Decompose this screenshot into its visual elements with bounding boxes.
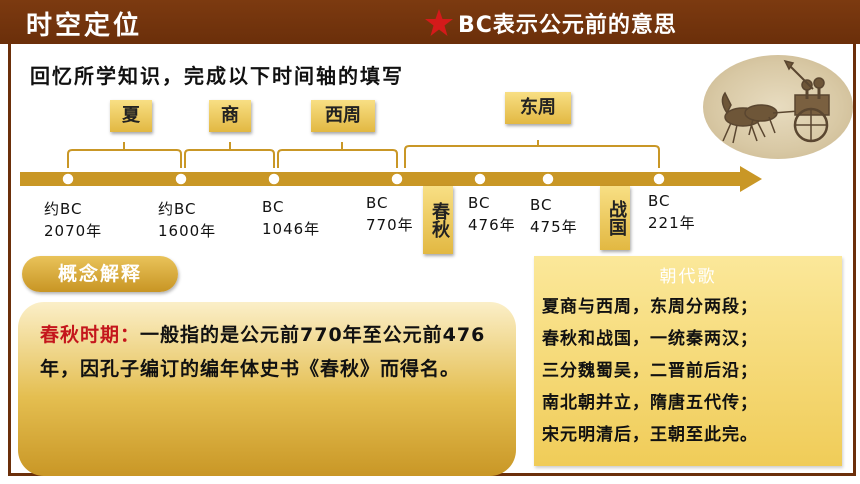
- definition-body: 一般指的是公元前770年至公元前476年，因孔子编订的编年体史书《春秋》而得名。: [40, 324, 486, 380]
- song-line: 宋元明清后，王朝至此完。: [542, 425, 758, 445]
- tick-point: [652, 172, 666, 186]
- song-line: 夏商与西周，东周分两段；: [542, 297, 758, 317]
- star-icon: [425, 9, 453, 36]
- brace-shang: [184, 142, 275, 168]
- tick-point: [61, 172, 75, 186]
- instruction-text: 回忆所学知识，完成以下时间轴的填写: [30, 64, 404, 88]
- dynasty-song-box: 朝代歌 夏商与西周，东周分两段； 春秋和战国，一统秦两汉； 三分魏蜀吴，二晋前后…: [534, 256, 842, 466]
- definition-term: 春秋时期：: [40, 324, 141, 346]
- dynasty-label-xia: 夏: [110, 100, 152, 132]
- dynasty-label-shang: 商: [209, 100, 251, 132]
- tick-point: [541, 172, 555, 186]
- dynasty-label-dongzhou: 东周: [505, 92, 571, 124]
- brace-dongzhou: [404, 140, 660, 168]
- page-title: 时空定位: [26, 11, 143, 41]
- song-title: 朝代歌: [659, 267, 717, 287]
- tick-point: [174, 172, 188, 186]
- brace-xia: [67, 142, 182, 168]
- timeline-axis: [20, 140, 762, 192]
- tick-point: [267, 172, 281, 186]
- song-line: 春秋和战国，一统秦两汉；: [542, 329, 758, 349]
- brace-xizhou: [277, 142, 398, 168]
- axis-bar: [20, 172, 740, 186]
- song-line: 三分魏蜀吴，二晋前后沿；: [542, 361, 758, 381]
- chariot-illustration: [703, 55, 853, 159]
- dynasty-label-zhanguo: 战国: [600, 186, 630, 250]
- tick-point: [473, 172, 487, 186]
- header-bar: 时空定位 BC表示公元前的意思: [0, 0, 860, 44]
- tick-point: [390, 172, 404, 186]
- axis-arrow: [740, 166, 762, 192]
- bc-note: BC表示公元前的意思: [458, 13, 677, 38]
- dynasty-label-chunqiu: 春秋: [423, 186, 453, 254]
- concept-label: 概念解释: [22, 256, 178, 292]
- dynasty-label-xizhou: 西周: [311, 100, 375, 132]
- song-line: 南北朝并立，隋唐五代传；: [542, 393, 758, 413]
- definition-text: 春秋时期：一般指的是公元前770年至公元前476年，因孔子编订的编年体史书《春秋…: [40, 318, 500, 386]
- definition-box: 春秋时期：一般指的是公元前770年至公元前476年，因孔子编订的编年体史书《春秋…: [18, 302, 516, 476]
